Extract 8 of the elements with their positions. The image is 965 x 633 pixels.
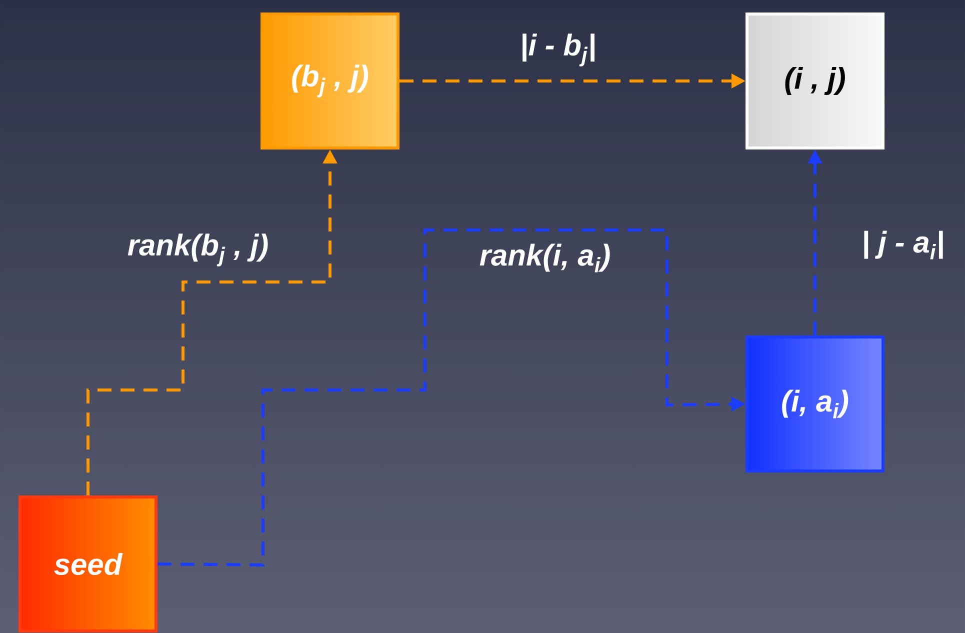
node-box: (i , j): [746, 12, 884, 150]
edge-label: | j - a$_{i}$|: [864, 230, 943, 260]
node-box: (b$_{j}$ , j): [260, 12, 400, 150]
node-box: seed: [18, 496, 158, 632]
edge-label: |i - b$_{j}$|: [522, 34, 594, 66]
edge-label: rank(i, a$_{i}$): [480, 244, 610, 272]
edge-label: rank(b$_{j}$ , j): [128, 234, 268, 266]
node-box: (i, a$_{i}$): [746, 336, 884, 472]
